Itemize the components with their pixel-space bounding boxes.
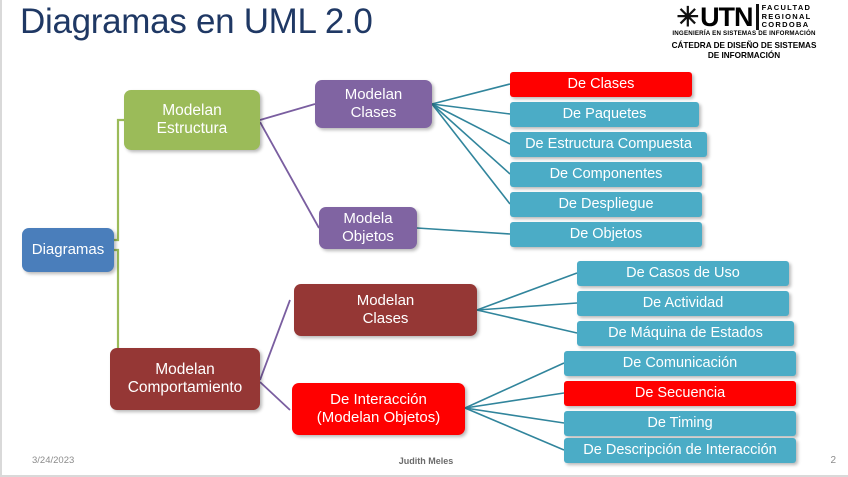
node-modelan-clases-comportamiento-label-1: Modelan: [356, 292, 415, 310]
node-de-interaccion[interactable]: De Interacción (Modelan Objetos): [292, 383, 465, 435]
leaf-de-descripcion-de-interaccion[interactable]: De Descripción de Interacción: [564, 438, 796, 463]
leaf-de-actividad[interactable]: De Actividad: [577, 291, 789, 316]
node-modelan-comportamiento-label-1: Modelan: [155, 360, 215, 378]
node-modelan-clases-estructura-label-1: Modelan: [344, 86, 403, 104]
node-modelan-clases-estructura-label-2: Clases: [350, 104, 397, 121]
connector-behavior-to-interaction: [259, 381, 291, 411]
node-diagramas-root[interactable]: Diagramas: [22, 228, 114, 272]
leaf-de-despliegue[interactable]: De Despliegue: [510, 192, 702, 217]
leaf-de-maquina-de-estados-label: De Máquina de Estados: [608, 324, 763, 341]
node-modelan-comportamiento-label-2: Comportamiento: [127, 379, 243, 396]
logo-catedra-line-2: DE INFORMACIÓN: [707, 51, 781, 60]
node-modelan-clases-comportamiento[interactable]: Modelan Clases: [294, 284, 477, 336]
connector-fan-interaction: [464, 362, 565, 451]
node-de-interaccion-label-2: (Modelan Objetos): [316, 409, 441, 426]
node-modelan-estructura-label-2: Estructura: [156, 120, 228, 137]
node-modela-objetos[interactable]: Modela Objetos: [319, 207, 417, 249]
logo-faculty-line-3: CORDOBA: [761, 20, 810, 30]
node-modelan-estructura-label-1: Modelan: [162, 101, 222, 119]
leaf-de-comunicacion[interactable]: De Comunicación: [564, 351, 796, 376]
leaf-de-timing-label: De Timing: [647, 414, 713, 431]
leaf-de-paquetes[interactable]: De Paquetes: [510, 102, 699, 127]
leaf-de-clases-label: De Clases: [567, 75, 635, 92]
leaf-de-casos-de-uso-label: De Casos de Uso: [626, 264, 740, 281]
node-de-interaccion-label-1: De Interacción: [330, 391, 427, 409]
leaf-de-paquetes-label: De Paquetes: [562, 105, 647, 122]
leaf-de-componentes-label: De Componentes: [549, 165, 663, 182]
footer-author: Judith Meles: [398, 456, 454, 466]
node-modela-objetos-label-1: Modela: [343, 210, 393, 228]
leaf-de-actividad-label: De Actividad: [642, 294, 724, 311]
leaf-de-secuencia-label: De Secuencia: [634, 384, 726, 401]
logo-faculty-line-2: REGIONAL: [761, 11, 812, 21]
leaf-de-descripcion-de-interaccion-label: De Descripción de Interacción: [583, 441, 777, 458]
leaf-de-objetos[interactable]: De Objetos: [510, 222, 702, 247]
leaf-de-componentes[interactable]: De Componentes: [510, 162, 702, 187]
connector-fan-structure-classes: [431, 83, 511, 205]
logo-catedra-line-1: CÁTEDRA DE DISEÑO DE SISTEMAS: [671, 41, 817, 50]
connector-objects-to-de-objetos: [416, 227, 511, 235]
connector-structure-to-objects: [259, 121, 320, 229]
node-diagramas-root-label: Diagramas: [31, 241, 105, 259]
connector-fan-behavior-classes: [476, 272, 578, 334]
leaf-de-clases[interactable]: De Clases: [510, 72, 692, 97]
node-modelan-clases-estructura[interactable]: Modelan Clases: [315, 80, 432, 128]
node-modelan-comportamiento[interactable]: Modelan Comportamiento: [110, 348, 260, 410]
connector-structure-to-classes: [259, 103, 316, 121]
node-modelan-estructura[interactable]: Modelan Estructura: [124, 90, 260, 150]
leaf-de-maquina-de-estados[interactable]: De Máquina de Estados: [577, 321, 794, 346]
page-title: Diagramas en UML 2.0: [20, 2, 373, 41]
logo-faculty-line-1: FACULTAD: [761, 3, 812, 13]
connector-behavior-to-classes: [259, 299, 291, 381]
logo-wordmark-row: ✳ UTN FACULTAD REGIONAL CORDOBA: [648, 2, 840, 32]
utn-logo: ✳ UTN FACULTAD REGIONAL CORDOBA INGENIER…: [648, 2, 840, 61]
logo-faculty-block: FACULTAD REGIONAL CORDOBA: [761, 3, 812, 30]
logo-divider: [755, 4, 759, 30]
node-modelan-clases-comportamiento-label-2: Clases: [362, 310, 409, 327]
logo-utn-text: UTN: [700, 2, 753, 32]
leaf-de-objetos-label: De Objetos: [569, 225, 643, 242]
leaf-de-despliegue-label: De Despliegue: [558, 195, 654, 212]
leaf-de-secuencia[interactable]: De Secuencia: [564, 381, 796, 406]
leaf-de-timing[interactable]: De Timing: [564, 411, 796, 436]
leaf-de-estructura-compuesta-label: De Estructura Compuesta: [525, 135, 692, 152]
leaf-de-comunicacion-label: De Comunicación: [622, 354, 738, 371]
leaf-de-estructura-compuesta[interactable]: De Estructura Compuesta: [510, 132, 707, 157]
sun-burst-icon: ✳: [676, 2, 700, 32]
connector-root-to-structure: [114, 118, 124, 242]
footer-date: 3/24/2023: [32, 455, 75, 466]
node-modela-objetos-label-2: Objetos: [342, 228, 394, 245]
leaf-de-casos-de-uso[interactable]: De Casos de Uso: [577, 261, 789, 286]
footer-page-number: 2: [830, 455, 836, 466]
logo-department: INGENIERÍA EN SISTEMAS DE INFORMACIÓN: [672, 30, 816, 37]
